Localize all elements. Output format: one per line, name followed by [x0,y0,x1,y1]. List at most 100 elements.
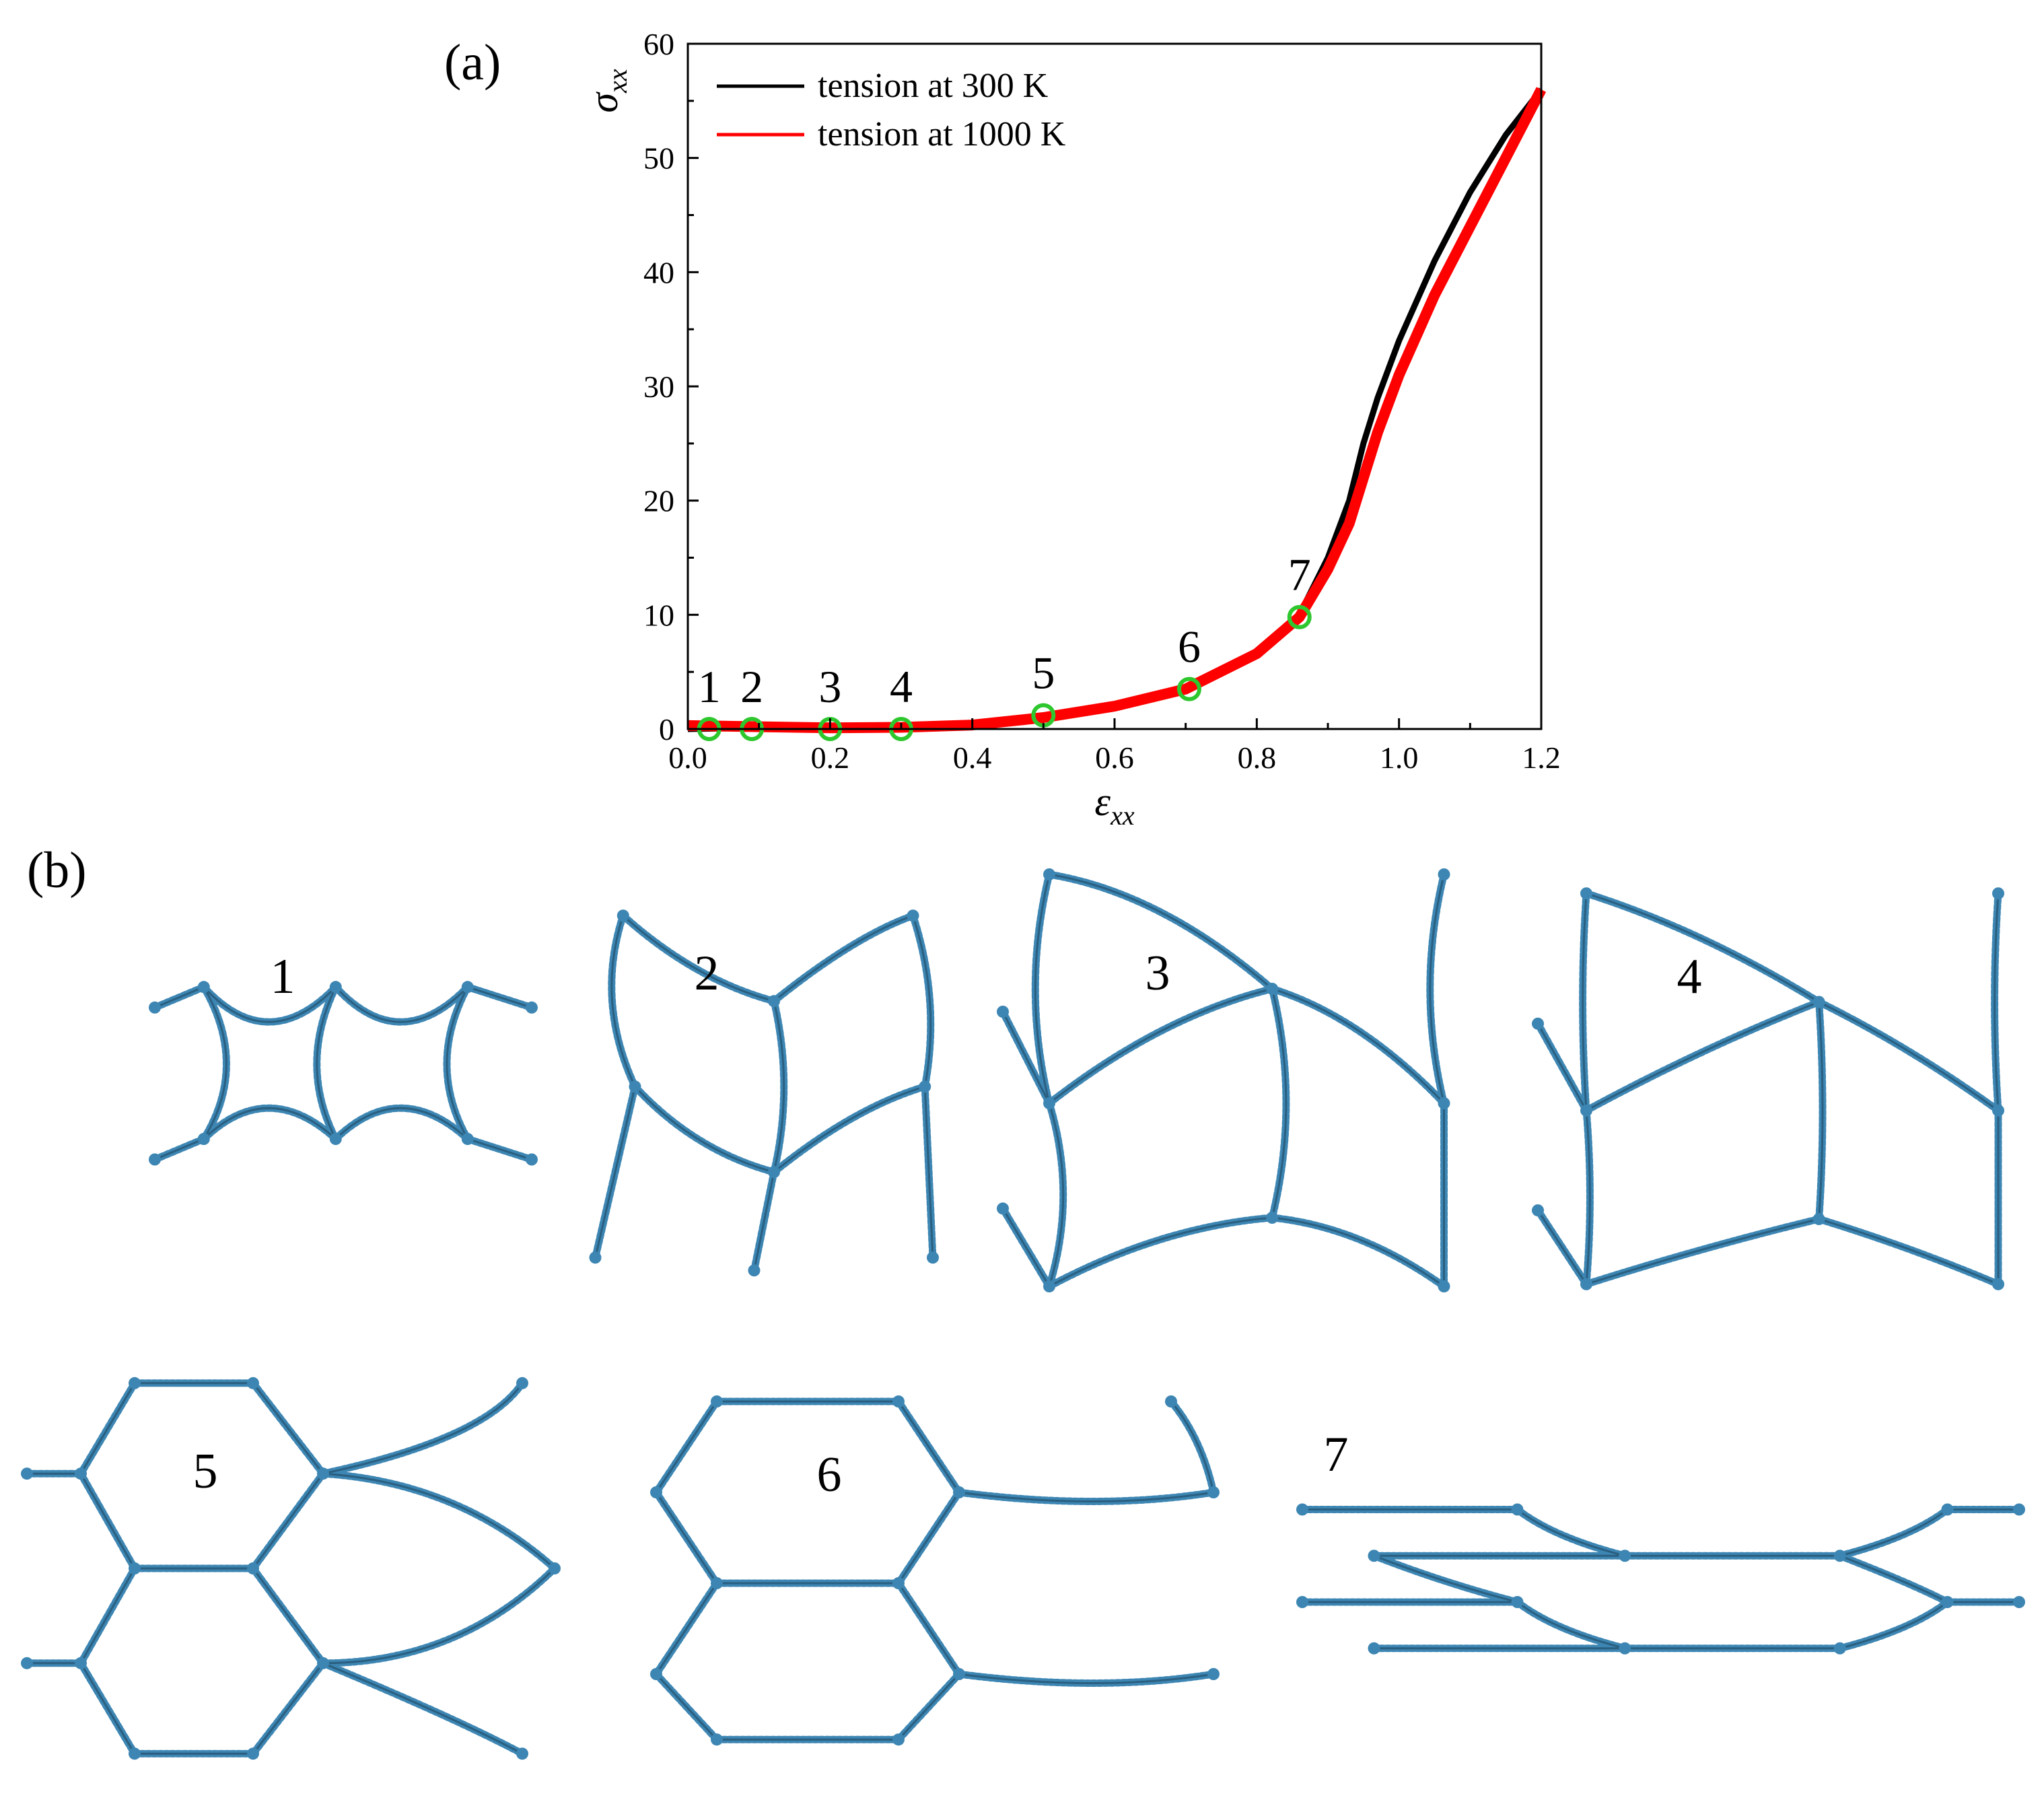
network-junction [129,1747,141,1760]
x-tick-label: 0.8 [1238,740,1277,775]
series-line-300k [687,88,1544,732]
network-strands-core [154,985,532,1160]
network-junction [247,1377,259,1389]
network-frame-6: 6 [650,1395,1220,1746]
x-tick-label: 0.0 [668,740,707,775]
x-axis-subscript: xx [1110,800,1135,831]
network-junction [516,1747,528,1760]
network-junction [768,1166,780,1179]
network-junction [892,1577,905,1589]
marker-circle-6 [1176,676,1201,701]
network-junction [1043,1097,1055,1109]
network-junction [516,1377,528,1389]
frame-label-6: 6 [817,1447,842,1502]
network-junction [1438,1097,1450,1109]
network-junction [711,1577,723,1589]
network-junction [953,1486,965,1498]
network-junction [1296,1503,1308,1516]
network-junction [1266,1212,1279,1224]
network-junction [75,1657,87,1669]
network-junction [1043,1280,1055,1292]
network-frame-4: 4 [1532,887,2004,1290]
x-tick-label: 1.0 [1380,740,1419,775]
x-tick-label: 0.4 [953,740,992,775]
network-junction [997,1202,1009,1215]
legend-label-1000k: tension at 1000 K [818,115,1066,153]
network-junction [711,1395,723,1408]
x-tick-label: 0.6 [1095,740,1134,775]
network-frame-2: 2 [589,909,939,1277]
network-junction [616,909,629,922]
network-junction [1812,1213,1825,1225]
network-junction [317,1657,329,1669]
network-junction [1812,996,1825,1008]
network-junction [149,1001,161,1014]
marker-circle-7 [1287,604,1312,629]
network-junction [317,1467,329,1480]
network-frame-3: 3 [997,868,1450,1292]
network-frames: 1 2 3 4 5 6 7 [21,868,2025,1760]
network-junction [2013,1503,2025,1516]
network-junction [329,981,342,994]
network-frame-1: 1 [149,949,538,1166]
network-junction [1532,1204,1544,1217]
network-junction [2013,1596,2025,1608]
x-axis-symbol: ε [1094,779,1111,824]
network-junction [1833,1550,1846,1562]
y-axis-label: σxx [582,69,633,112]
network-junction [197,1133,210,1145]
y-tick-label: 40 [643,255,674,289]
y-tick-label: 60 [643,27,674,61]
network-frame-7: 7 [1296,1427,2025,1655]
network-strands [1534,889,2002,1288]
series-layer [687,87,1547,734]
frame-label-3: 3 [1146,946,1170,1001]
network-junction [919,1080,931,1093]
frame-label-1: 1 [271,949,295,1004]
marker-label-1: 1 [698,661,721,712]
network-junction [461,1133,474,1145]
network-junction [1580,1278,1592,1290]
network-junction [1941,1503,1954,1516]
network-junction [1043,868,1055,880]
network-junction [247,1562,259,1574]
network-junction [1296,1596,1308,1608]
network-strands [652,1397,1218,1743]
legend: tension at 300 K tension at 1000 K [717,67,1066,153]
network-junction [1266,983,1279,995]
network-junction [1438,1280,1450,1292]
network-junction [329,1133,342,1145]
network-junction [1207,1486,1220,1498]
network-junction [1580,1104,1592,1117]
panel-a-label: (a) [444,34,501,91]
network-junction [1941,1596,1954,1608]
network-junction [1438,868,1450,880]
network-junction [149,1153,161,1166]
network-junction [461,981,474,994]
network-junction [907,909,919,922]
network-junction [927,1251,939,1264]
network-junction [892,1395,905,1408]
network-junction [1368,1550,1380,1562]
series-line-1000k [687,87,1547,734]
marker-label-4: 4 [890,661,913,712]
network-strands [23,1379,559,1758]
network-junction [1992,887,2004,900]
network-junction [1511,1596,1524,1608]
network-frame-5: 5 [21,1377,561,1760]
x-axis-label: εxx [1094,779,1134,831]
network-junction [650,1486,662,1498]
network-strands-core [27,1382,556,1755]
network-junction [1619,1550,1631,1562]
y-tick-label: 50 [643,141,674,176]
network-junction [129,1377,141,1389]
frame-label-5: 5 [193,1444,218,1499]
y-axis-symbol: σ [582,92,626,113]
y-axis-subscript: xx [602,69,633,94]
network-junction [589,1251,602,1264]
network-junction [75,1467,87,1480]
panel-b-label: (b) [27,842,87,899]
legend-label-300k: tension at 300 K [818,67,1049,105]
network-strands-core [1302,1508,2019,1650]
